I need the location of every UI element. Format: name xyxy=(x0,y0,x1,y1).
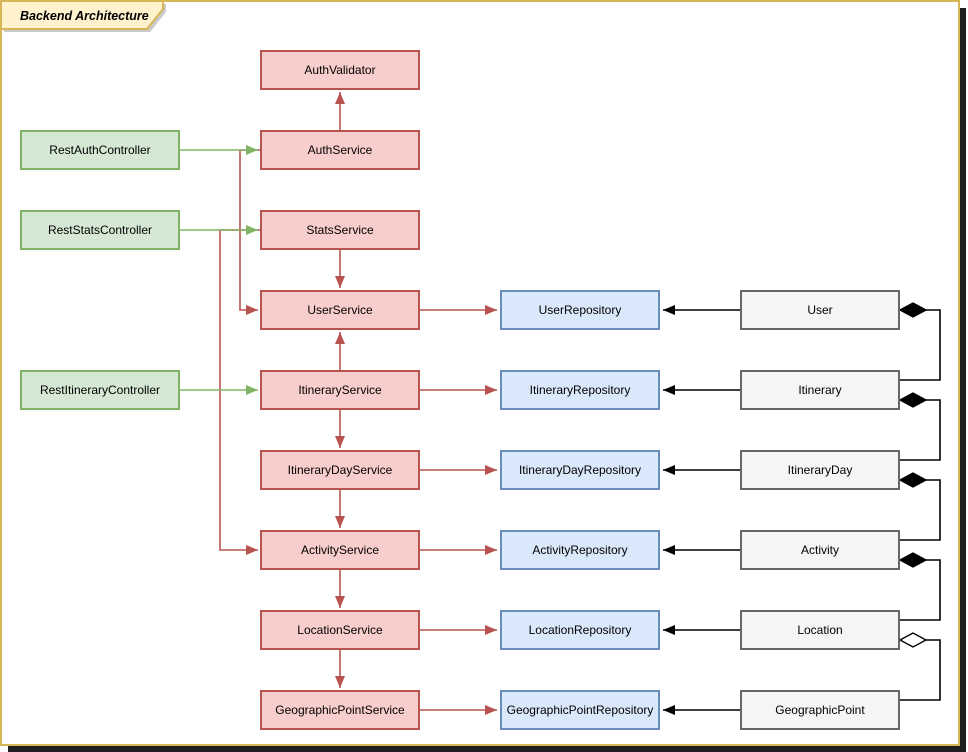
node-label: UserService xyxy=(307,303,373,317)
filled-diamond-icon xyxy=(898,472,928,488)
node-user-entity: User xyxy=(740,290,900,330)
node-label: GeographicPointService xyxy=(275,703,405,717)
node-label: LocationRepository xyxy=(528,623,632,637)
node-itinerary-entity: Itinerary xyxy=(740,370,900,410)
node-activity-entity: Activity xyxy=(740,530,900,570)
frame-title-tab: Backend Architecture xyxy=(0,0,166,32)
edge-user-itinerary-composition xyxy=(900,309,941,381)
node-label: ItineraryDayService xyxy=(287,463,393,477)
edge-activity-location-composition xyxy=(900,559,941,621)
node-label: UserRepository xyxy=(538,303,622,317)
title-tab-shape xyxy=(0,0,164,30)
node-itinerary-service: ItineraryService xyxy=(260,370,420,410)
node-label: GeographicPointRepository xyxy=(506,703,654,717)
edge-itineraryday-activity-composition xyxy=(900,479,941,541)
node-geographic-point-entity: GeographicPoint xyxy=(740,690,900,730)
node-rest-auth-controller: RestAuthController xyxy=(20,130,180,170)
node-label: ActivityRepository xyxy=(532,543,628,557)
edge-location-geographicpoint-aggregation xyxy=(900,639,941,701)
node-label: StatsService xyxy=(306,223,374,237)
node-label: RestStatsController xyxy=(47,223,153,237)
node-stats-service: StatsService xyxy=(260,210,420,250)
node-activity-service: ActivityService xyxy=(260,530,420,570)
node-label: ItineraryRepository xyxy=(529,383,631,397)
diagram-title: Backend Architecture xyxy=(20,9,149,23)
node-label: RestItineraryController xyxy=(39,383,161,397)
node-itinerary-day-service: ItineraryDayService xyxy=(260,450,420,490)
node-label: User xyxy=(807,303,833,317)
filled-diamond-icon xyxy=(898,552,928,568)
node-location-service: LocationService xyxy=(260,610,420,650)
filled-diamond-icon xyxy=(898,392,928,408)
node-label: ItineraryService xyxy=(298,383,382,397)
node-label: ItineraryDayRepository xyxy=(518,463,642,477)
edge-itinerary-itineraryday-composition xyxy=(900,399,941,461)
node-label: GeographicPoint xyxy=(775,703,865,717)
edges-black-group xyxy=(663,305,941,715)
filled-diamond-icon xyxy=(898,302,928,318)
node-rest-itinerary-controller: RestItineraryController xyxy=(20,370,180,410)
node-user-service: UserService xyxy=(260,290,420,330)
node-label: ActivityService xyxy=(300,543,380,557)
node-itinerary-day-entity: ItineraryDay xyxy=(740,450,900,490)
node-geographic-point-repository: GeographicPointRepository xyxy=(500,690,660,730)
node-activity-repository: ActivityRepository xyxy=(500,530,660,570)
node-auth-service: AuthService xyxy=(260,130,420,170)
node-label: Location xyxy=(797,623,843,637)
node-label: LocationService xyxy=(297,623,383,637)
node-location-entity: Location xyxy=(740,610,900,650)
node-location-repository: LocationRepository xyxy=(500,610,660,650)
node-label: Activity xyxy=(800,543,839,557)
node-user-repository: UserRepository xyxy=(500,290,660,330)
hollow-diamond-icon xyxy=(898,632,928,648)
node-itinerary-day-repository: ItineraryDayRepository xyxy=(500,450,660,490)
node-geographic-point-service: GeographicPointService xyxy=(260,690,420,730)
edges-green-group xyxy=(180,145,258,395)
node-label: RestAuthController xyxy=(49,143,151,157)
node-label: Itinerary xyxy=(798,383,842,397)
node-label: AuthValidator xyxy=(304,63,376,77)
node-itinerary-repository: ItineraryRepository xyxy=(500,370,660,410)
node-label: ItineraryDay xyxy=(787,463,853,477)
node-auth-validator: AuthValidator xyxy=(260,50,420,90)
node-rest-stats-controller: RestStatsController xyxy=(20,210,180,250)
diamond-markers-group xyxy=(898,302,928,648)
node-label: AuthService xyxy=(307,143,373,157)
